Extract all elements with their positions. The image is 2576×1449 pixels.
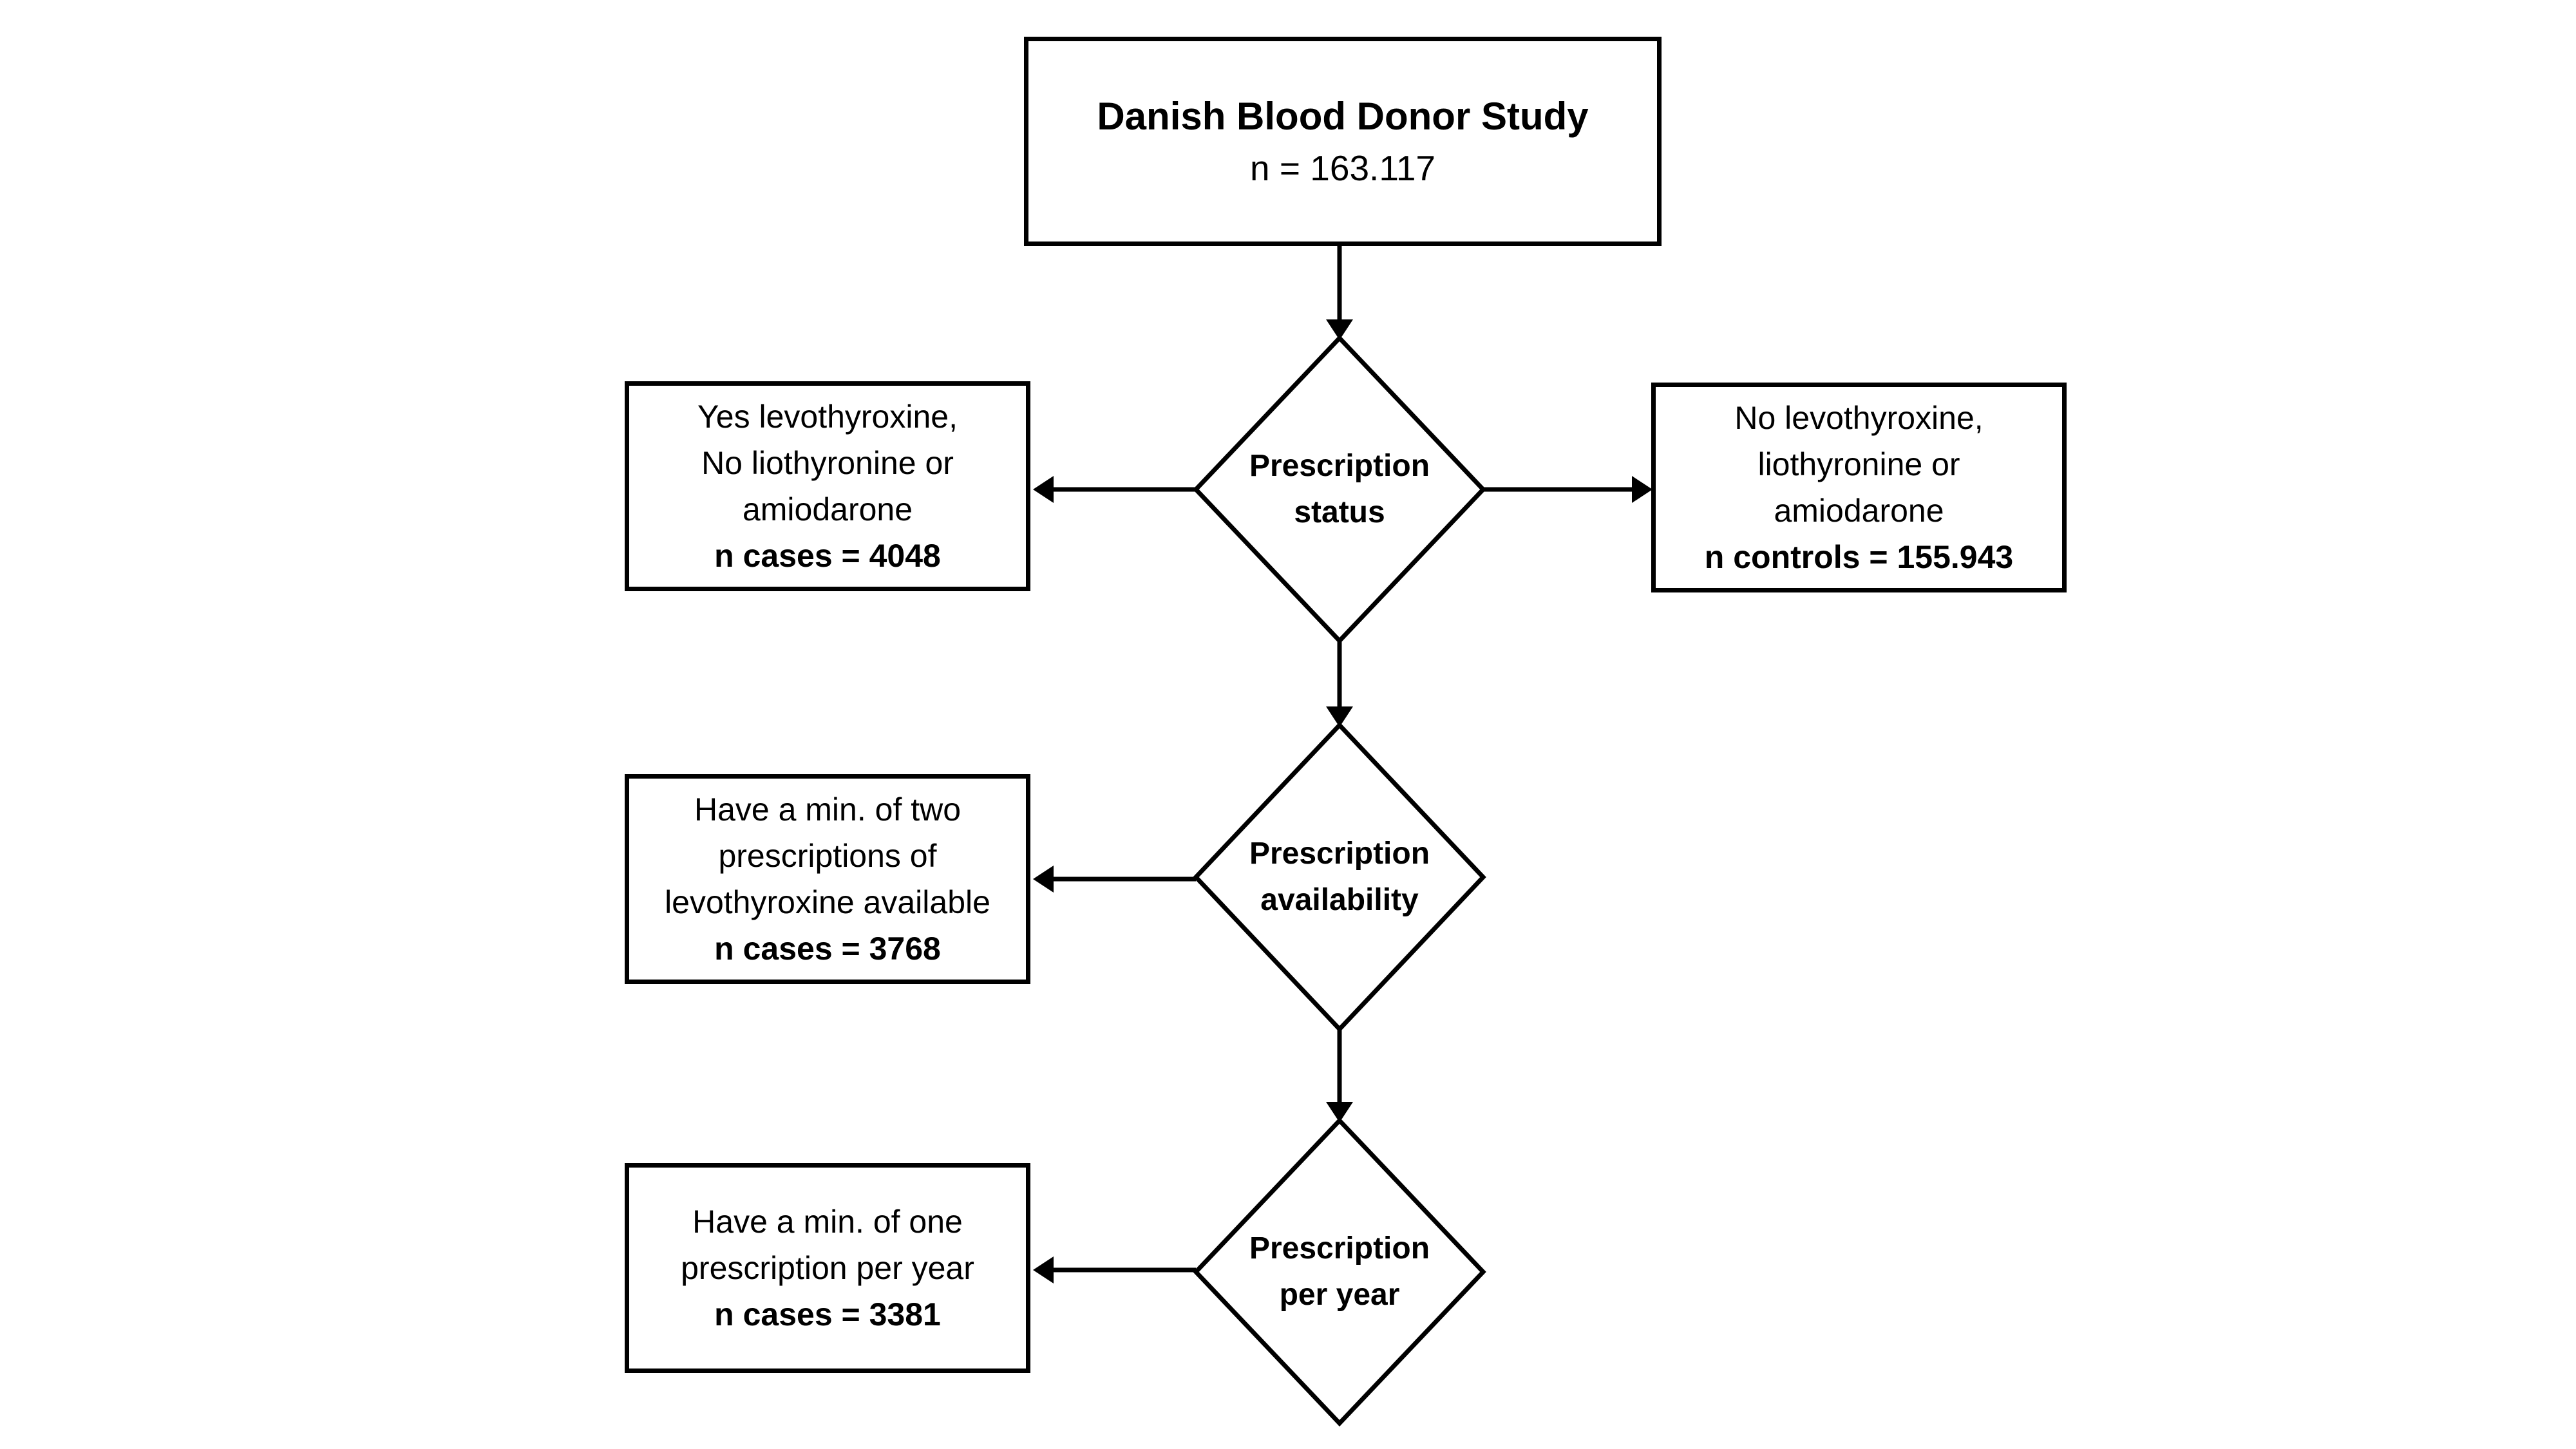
diamond-prescription-status [1193, 334, 1486, 645]
arrow-status-to-availability-head [1326, 706, 1353, 727]
box-cases-3768-line: prescriptions of [718, 838, 937, 874]
box-cases-3768-count: n cases = 3768 [714, 931, 941, 967]
arrow-availability-to-cases-head [1033, 866, 1054, 893]
box-cases-3381-count: n cases = 3381 [714, 1296, 941, 1332]
box-cases-3381: Have a min. of one prescription per year… [625, 1163, 1030, 1373]
diamond-prescription-availability [1193, 721, 1486, 1033]
diamond-prescription-per-year [1193, 1117, 1486, 1427]
box-cases-3768-line: levothyroxine available [665, 884, 990, 920]
study-box-title: Danish Blood Donor Study [1097, 94, 1589, 138]
arrow-status-to-controls-head [1632, 476, 1653, 503]
study-box-count: n = 163.117 [1250, 147, 1435, 188]
arrow-study-to-status-head [1326, 319, 1353, 340]
box-cases-4048-line: Yes levothyroxine, [697, 399, 958, 435]
box-controls-155943-line: liothyronine or [1757, 446, 1960, 482]
arrow-status-to-cases-head [1033, 476, 1054, 503]
box-cases-4048: Yes levothyroxine, No liothyronine or am… [625, 381, 1030, 591]
box-cases-3768-line: Have a min. of two [694, 791, 961, 828]
arrow-peryear-to-cases-head [1033, 1256, 1054, 1283]
box-controls-155943: No levothyroxine, liothyronine or amioda… [1651, 383, 2067, 592]
box-cases-3768: Have a min. of two prescriptions of levo… [625, 774, 1030, 984]
box-controls-155943-count: n controls = 155.943 [1704, 539, 2014, 575]
box-cases-4048-line: No liothyronine or [701, 445, 954, 481]
box-controls-155943-line: amiodarone [1774, 493, 1944, 529]
arrow-availability-to-peryear-head [1326, 1102, 1353, 1122]
box-cases-4048-count: n cases = 4048 [714, 538, 941, 574]
box-cases-3381-line: prescription per year [681, 1250, 974, 1286]
box-cases-4048-line: amiodarone [742, 491, 913, 527]
study-box: Danish Blood Donor Study n = 163.117 [1024, 37, 1662, 246]
box-cases-3381-line: Have a min. of one [692, 1204, 963, 1240]
box-controls-155943-line: No levothyroxine, [1734, 400, 1984, 436]
